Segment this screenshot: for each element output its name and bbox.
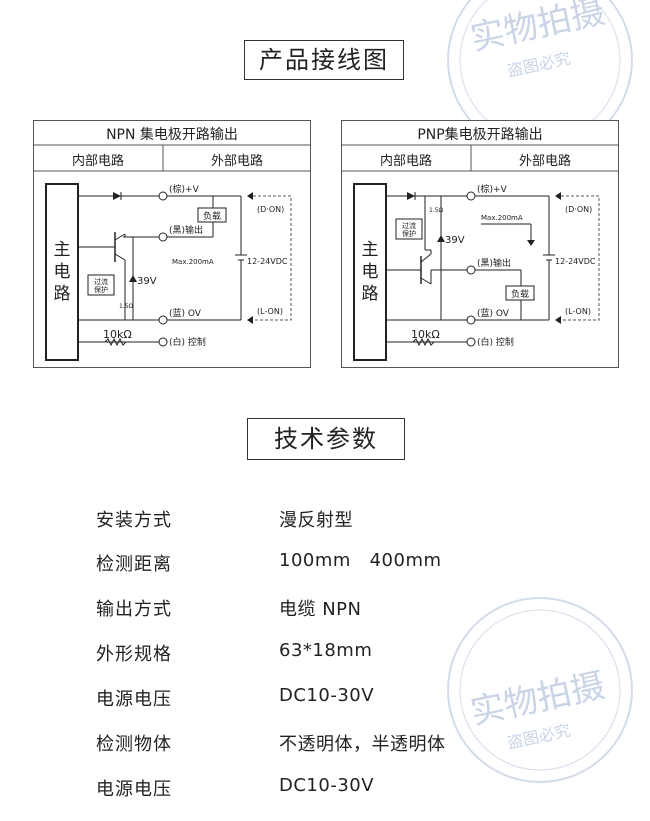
npn-load: 负载	[203, 210, 221, 222]
npn-blue: (蓝) OV	[169, 307, 202, 319]
npn-resistor: 10kΩ	[103, 328, 132, 341]
pnp-load: 负载	[511, 288, 529, 300]
npn-wiring-diagram: NPN 集电极开路输出 内部电路 外部电路 主 电 路 (棕)+V 负载 (黑)…	[33, 120, 311, 368]
pnp-supply: 12-24VDC	[555, 257, 596, 266]
npn-supply: 12-24VDC	[247, 257, 288, 266]
pnp-zener: 39V	[445, 235, 465, 246]
pnp-resistor: 10kΩ	[411, 328, 440, 341]
pnp-white: (白) 控制	[477, 336, 514, 348]
pnp-col-internal: 内部电路	[380, 153, 432, 169]
tech-params-title: 技术参数	[247, 418, 405, 460]
param-row: 输出方式 电缆 NPN	[0, 595, 650, 625]
npn-protect-1: 过流	[94, 277, 108, 286]
pnp-protect-2: 保护	[402, 229, 416, 238]
param-label: 安装方式	[96, 510, 172, 531]
npn-main-1: 主	[54, 240, 71, 260]
param-value: 63*18mm	[279, 640, 373, 661]
pnp-brown: (棕)+V	[477, 183, 508, 195]
param-value: 电缆 NPN	[279, 599, 362, 620]
pnp-black: (黑)输出	[477, 257, 511, 269]
param-value: 漫反射型	[279, 510, 353, 531]
npn-protect-2: 保护	[94, 285, 108, 294]
pnp-header: PNP集电极开路输出	[417, 126, 542, 143]
npn-l-on: (L-ON)	[257, 307, 283, 316]
npn-white: (白) 控制	[169, 336, 206, 348]
param-row: 检测距离 100mm 400mm	[0, 550, 650, 580]
pnp-main-2: 电	[362, 262, 379, 282]
svg-text:实物拍摄: 实物拍摄	[467, 0, 608, 59]
param-label: 电源电压	[96, 689, 172, 710]
param-label: 输出方式	[96, 599, 172, 620]
param-row: 外形规格 63*18mm	[0, 640, 650, 670]
pnp-wiring-diagram: PNP集电极开路输出 内部电路 外部电路 主 电 路 (棕)+V 1.5Ω 过流…	[341, 120, 619, 368]
npn-brown: (棕)+V	[169, 183, 200, 195]
pnp-d-on: (D·ON)	[565, 205, 592, 214]
npn-black: (黑)输出	[169, 224, 203, 236]
param-value: 不透明体，半透明体	[279, 734, 446, 755]
param-label: 外形规格	[96, 644, 172, 665]
param-value: DC10-30V	[279, 775, 375, 796]
npn-max: Max.200mA	[172, 258, 214, 266]
pnp-col-external: 外部电路	[519, 153, 571, 169]
pnp-main-1: 主	[362, 240, 379, 260]
svg-text:盗图必究: 盗图必究	[506, 49, 573, 81]
param-row: 安装方式 漫反射型	[0, 506, 650, 536]
npn-main-2: 电	[54, 262, 71, 282]
npn-r-small: 1.5Ω	[119, 303, 134, 310]
param-row: 检测物体 不透明体，半透明体	[0, 730, 650, 760]
npn-zener: 39V	[137, 276, 157, 287]
npn-header: NPN 集电极开路输出	[106, 126, 238, 143]
npn-d-on: (D·ON)	[257, 205, 284, 214]
param-row: 电源电压 DC10-30V	[0, 775, 650, 805]
pnp-blue: (蓝) OV	[477, 307, 510, 319]
param-label: 电源电压	[96, 779, 172, 800]
pnp-main-3: 路	[362, 284, 379, 304]
param-row: 电源电压 DC10-30V	[0, 685, 650, 715]
pnp-protect-1: 过流	[402, 221, 416, 230]
npn-col-internal: 内部电路	[72, 153, 124, 169]
npn-main-3: 路	[54, 284, 71, 304]
npn-col-external: 外部电路	[211, 153, 263, 169]
param-label: 检测物体	[96, 734, 172, 755]
param-label: 检测距离	[96, 554, 172, 575]
pnp-r-small: 1.5Ω	[429, 207, 444, 214]
wiring-diagram-title: 产品接线图	[244, 40, 404, 80]
pnp-l-on: (L-ON)	[565, 307, 591, 316]
pnp-max: Max.200mA	[481, 214, 523, 222]
param-value: 100mm 400mm	[279, 550, 442, 571]
param-value: DC10-30V	[279, 685, 375, 706]
